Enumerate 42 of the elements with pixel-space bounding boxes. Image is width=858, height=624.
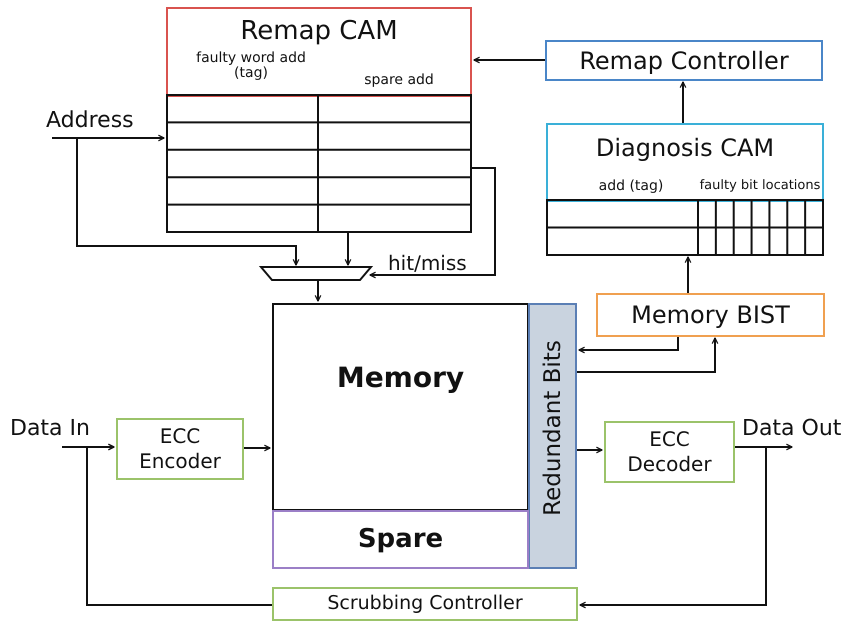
arrow	[314, 281, 322, 302]
block-label: ECC Encoder	[138, 424, 222, 474]
signal-name: Address	[46, 108, 134, 133]
multiplexer	[260, 266, 372, 281]
block-label: Memory BIST	[631, 300, 790, 330]
arrow	[579, 446, 767, 608]
arrow	[369, 167, 496, 278]
signal-name: Data In	[10, 416, 90, 441]
column-header: spare add	[363, 73, 435, 88]
arrow	[680, 81, 686, 123]
block-label: Spare	[358, 523, 444, 556]
block-label: Memory	[336, 360, 464, 395]
table-title: Diagnosis CAM	[594, 135, 776, 162]
block-label: Scrubbing Controller	[327, 592, 523, 616]
arrow	[86, 444, 272, 606]
spare-block	[272, 510, 529, 569]
arrow	[244, 444, 271, 452]
block-label: Redundant Bits	[540, 340, 566, 516]
process-box	[116, 418, 244, 480]
block-label: ECC Decoder	[626, 427, 713, 477]
edge-label: hit/miss	[388, 252, 467, 274]
arrow	[684, 256, 692, 293]
arrow	[344, 233, 352, 266]
cam-table	[546, 123, 824, 256]
arrow	[577, 337, 718, 373]
arrow	[577, 446, 603, 454]
cam-table	[166, 7, 472, 233]
column-header: faulty word add (tag)	[196, 51, 306, 82]
block-label: Remap Controller	[579, 46, 789, 76]
table-title: Remap CAM	[239, 17, 399, 46]
arrow	[473, 56, 545, 64]
process-box	[596, 293, 825, 337]
arrow	[52, 134, 165, 142]
process-box	[545, 40, 823, 81]
column-header: add (tag)	[598, 179, 664, 194]
redundant-bits-column	[528, 303, 577, 569]
arrow	[578, 337, 679, 354]
process-box	[604, 421, 735, 483]
signal-name: Data Out	[742, 416, 842, 441]
arrow	[76, 138, 300, 266]
process-box	[272, 587, 578, 621]
column-header: faulty bit locations	[698, 179, 822, 194]
